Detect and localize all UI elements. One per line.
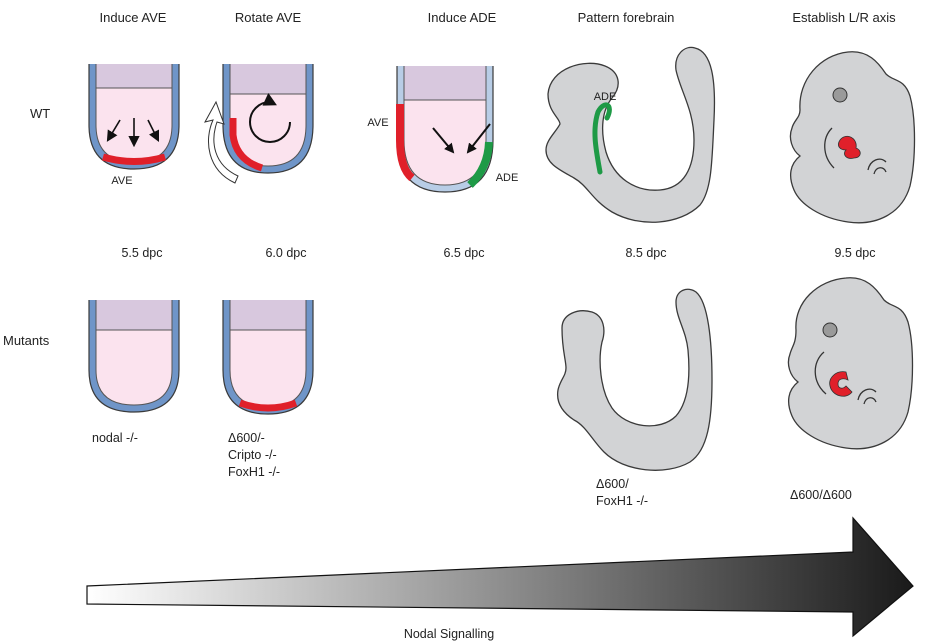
eye-icon: [833, 88, 847, 102]
gradient-label: Nodal Signalling: [404, 627, 494, 641]
wt-embryo-induce-ade: [397, 66, 493, 192]
mutant-embryo-lr-axis: [788, 278, 912, 449]
header-induce-ade: Induce ADE: [428, 10, 497, 25]
genotype-label-col5: Δ600/Δ600: [790, 488, 852, 502]
eye-icon: [823, 323, 837, 337]
stage-label: 8.5 dpc: [625, 246, 666, 260]
label-ave-side: AVE: [367, 117, 388, 129]
wt-embryo-rotate-ave: [205, 64, 313, 183]
label-ade-forebrain: ADE: [594, 91, 617, 103]
stage-label: 5.5 dpc: [121, 246, 162, 260]
label-ade-side: ADE: [496, 172, 519, 184]
header-rotate-ave: Rotate AVE: [235, 10, 302, 25]
wt-embryo-induce-ave: [89, 64, 179, 169]
header-induce-ave: Induce AVE: [100, 10, 167, 25]
genotype-label-col4: Δ600/ FoxH1 -/-: [596, 477, 648, 508]
nodal-signalling-gradient-arrow: [87, 518, 913, 636]
genotype-label-col1: nodal -/-: [92, 431, 138, 445]
header-establish-lr-axis: Establish L/R axis: [792, 10, 896, 25]
mutant-embryo-nodal: [89, 300, 179, 412]
stage-label: 6.0 dpc: [265, 246, 306, 260]
label-ave-bottom: AVE: [111, 175, 132, 187]
mutant-embryo-delta600: [223, 300, 313, 414]
header-pattern-forebrain: Pattern forebrain: [578, 10, 675, 25]
row-label-mutants: Mutants: [3, 333, 50, 348]
wt-embryo-forebrain: [546, 47, 714, 222]
row-label-wt: WT: [30, 106, 50, 121]
wt-embryo-lr-axis: [790, 52, 914, 223]
stage-label: 9.5 dpc: [834, 246, 875, 260]
stage-label: 6.5 dpc: [443, 246, 484, 260]
mutant-embryo-forebrain: [558, 289, 712, 470]
genotype-label-col2: Δ600/- Cripto -/- FoxH1 -/-: [228, 431, 280, 479]
